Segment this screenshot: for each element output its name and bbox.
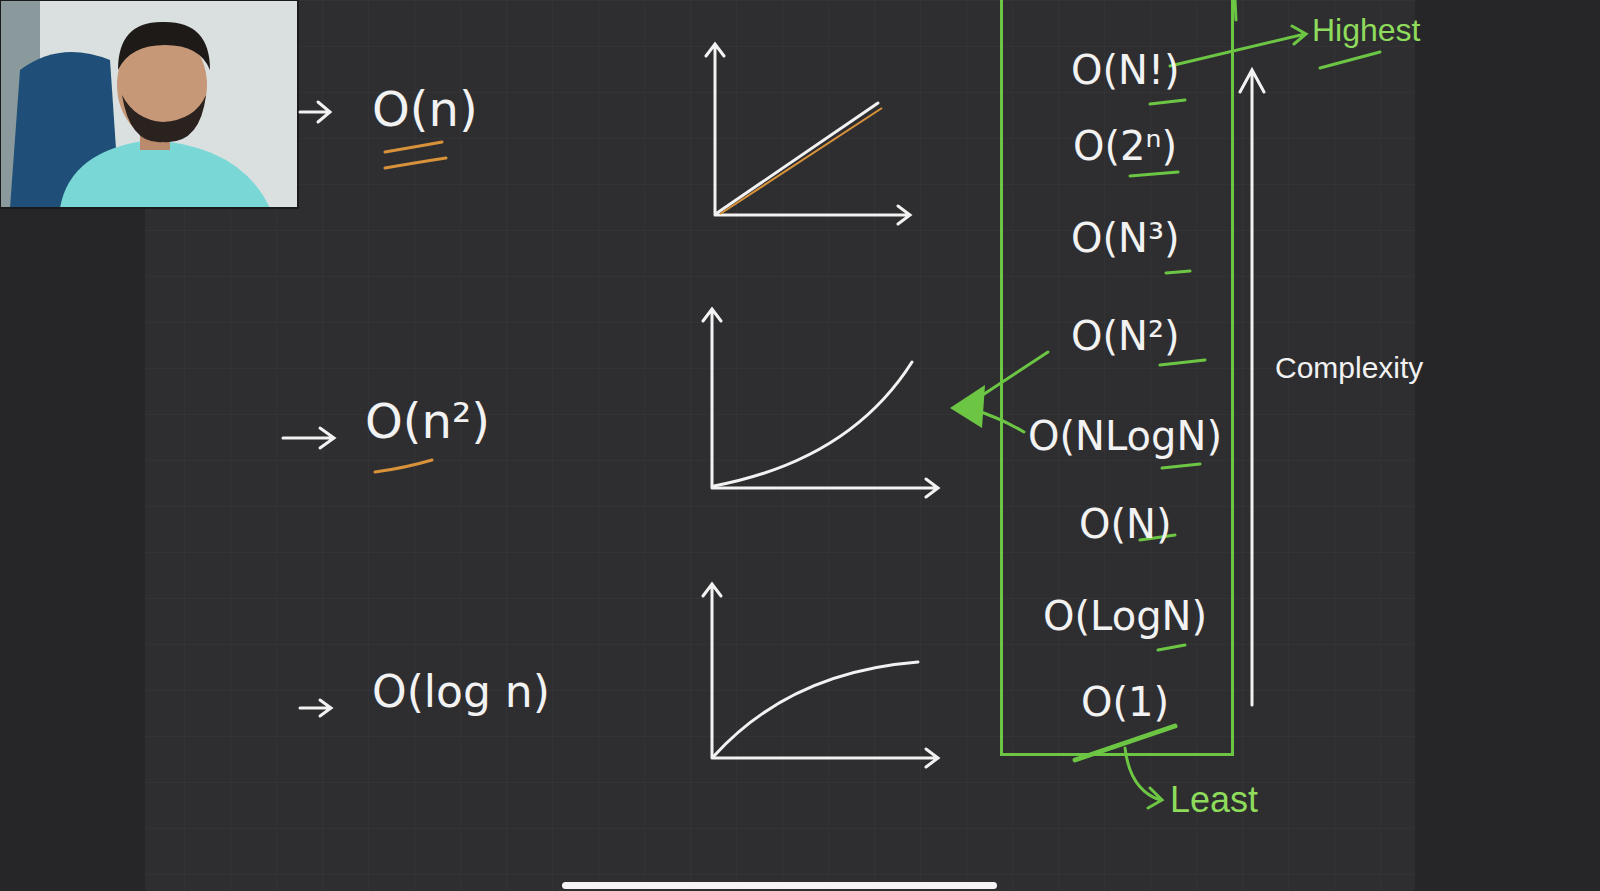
- pointer-arrows: [283, 102, 334, 716]
- webcam-inset: [0, 0, 298, 208]
- tick: [1130, 172, 1178, 176]
- pointer-arrow: [283, 428, 334, 448]
- annotation-label: Complexity: [1275, 350, 1423, 386]
- complexity-item: O(N!): [1071, 46, 1180, 94]
- webcam-wall: [0, 0, 298, 208]
- underline: [1320, 52, 1380, 68]
- complexity-item: O(N³): [1071, 214, 1180, 262]
- quadratic-curve: [714, 362, 912, 486]
- complexity-list-box: O(N!) O(2ⁿ) O(N³) O(N²) O(NLogN) O(N) O(LogN) O…: [1000, 0, 1234, 756]
- complexity-item: O(LogN): [1043, 592, 1207, 640]
- annotation-label: Highest: [1312, 11, 1421, 49]
- tick: [1166, 271, 1190, 273]
- underline: [385, 142, 442, 152]
- annotation-label: Least: [1170, 778, 1258, 821]
- pointer-head: [950, 385, 985, 428]
- frame-line: [1235, 0, 1236, 20]
- tick: [1160, 360, 1205, 365]
- linear-curve: [717, 103, 878, 213]
- log-curve: [714, 662, 918, 756]
- leader-line: [1125, 748, 1162, 808]
- leader-line: [1170, 26, 1306, 66]
- complexity-item: O(1): [1081, 678, 1169, 726]
- tick: [1158, 645, 1185, 650]
- tick: [1162, 464, 1200, 468]
- pointer-line: [975, 352, 1048, 400]
- beard: [122, 95, 206, 142]
- complexity-arrow: [1240, 70, 1264, 705]
- hair: [118, 22, 210, 70]
- underline: [375, 460, 432, 472]
- complexity-item: O(2ⁿ): [1073, 122, 1177, 170]
- grid: [145, 0, 1415, 891]
- complexity-item: O(N²): [1071, 312, 1180, 360]
- shirt: [60, 140, 270, 208]
- annotation-label: O(log n): [372, 666, 550, 719]
- webcam-frame: [0, 0, 298, 208]
- pointer-arrow: [300, 700, 331, 716]
- graphs: [703, 44, 938, 767]
- axes: [706, 44, 910, 224]
- complexity-item: O(NLogN): [1028, 412, 1222, 460]
- underline: [385, 158, 446, 168]
- pointer-arrow: [300, 102, 330, 122]
- linear-highlight: [720, 108, 882, 214]
- axes: [703, 584, 938, 767]
- annotation-label: O(n): [372, 81, 478, 139]
- home-indicator: [562, 882, 997, 889]
- complexity-item: O(N): [1079, 500, 1172, 548]
- tick: [1150, 100, 1185, 104]
- canvas: [145, 0, 1415, 891]
- axes: [703, 309, 938, 497]
- annotation-label: O(n²): [365, 393, 490, 451]
